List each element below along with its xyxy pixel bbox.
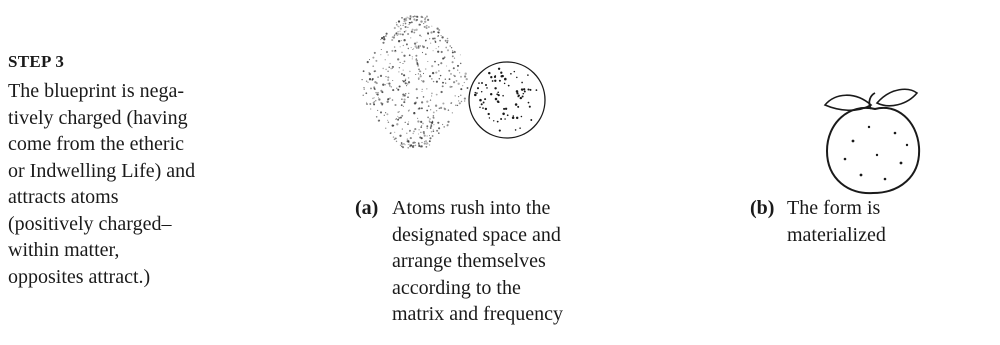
step-description: The blueprint is nega- tively charged (h…: [8, 78, 308, 290]
right-leaf: [875, 88, 919, 107]
caption-b: (b) The form is materialized: [750, 195, 886, 248]
fruit-body: [825, 106, 921, 195]
caption-b-line: materialized: [750, 222, 886, 249]
caption-a-text: arrange themselves: [392, 250, 546, 272]
caption-a-line: designated space and: [355, 222, 563, 249]
caption-a-line: arrange themselves: [355, 248, 563, 275]
atoms-in-matrix: [474, 67, 538, 132]
caption-a-text: according to the: [392, 276, 521, 299]
caption-a-line: (a) Atoms rush into the: [355, 195, 563, 222]
matrix-circle: [468, 61, 546, 139]
fruit-speckles: [843, 125, 909, 181]
step-description-line: attracts atoms: [8, 186, 119, 208]
step-description-line: opposites attract.): [8, 265, 151, 288]
atom-cloud: [361, 15, 469, 149]
step-description-line: (positively charged–: [8, 212, 172, 235]
step-description-line: within matter,: [8, 239, 120, 261]
caption-a-line: matrix and frequency: [355, 301, 563, 328]
caption-a-text: Atoms rush into the: [392, 197, 551, 219]
atoms-illustration: [361, 15, 546, 149]
caption-a-text: designated space and: [392, 223, 561, 246]
step-description-line: tively charged (having: [8, 106, 188, 129]
step-heading: STEP 3: [8, 52, 65, 71]
caption-a-marker: (a): [355, 197, 379, 219]
left-leaf: [823, 94, 873, 112]
step-description-line: come from the etheric: [8, 133, 185, 155]
caption-b-text: materialized: [787, 223, 886, 246]
caption-a: (a) Atoms rush into the designated space …: [355, 195, 563, 328]
step-description-line: or Indwelling Life) and: [8, 159, 196, 182]
caption-b-marker: (b): [750, 197, 775, 219]
caption-b-line: (b) The form is: [750, 195, 886, 222]
fruit-illustration: [823, 88, 921, 195]
fruit-stem: [868, 92, 876, 110]
caption-a-text: matrix and frequency: [392, 303, 564, 325]
caption-b-text: The form is: [787, 197, 881, 219]
caption-a-line: according to the: [355, 275, 563, 302]
step-description-line: The blueprint is nega-: [8, 80, 185, 102]
